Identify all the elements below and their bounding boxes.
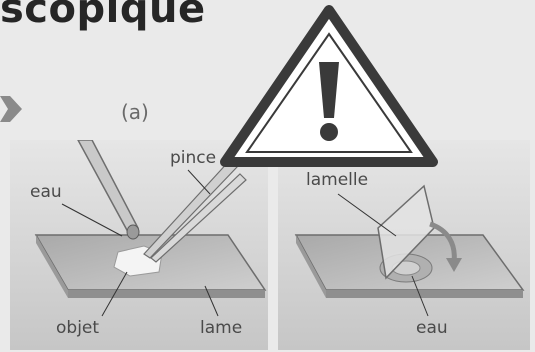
page-title: scopique	[0, 0, 206, 32]
label-eau: eau	[30, 184, 62, 201]
right-arrow-icon	[0, 92, 22, 126]
warning-triangle-icon	[215, 0, 443, 172]
label-lamelle: lamelle	[306, 172, 368, 189]
label-eau-right: eau	[416, 320, 448, 337]
label-pince: pince	[170, 150, 216, 167]
label-objet: objet	[56, 320, 99, 337]
label-lame: lame	[200, 320, 242, 337]
step-label: (a)	[121, 100, 149, 124]
